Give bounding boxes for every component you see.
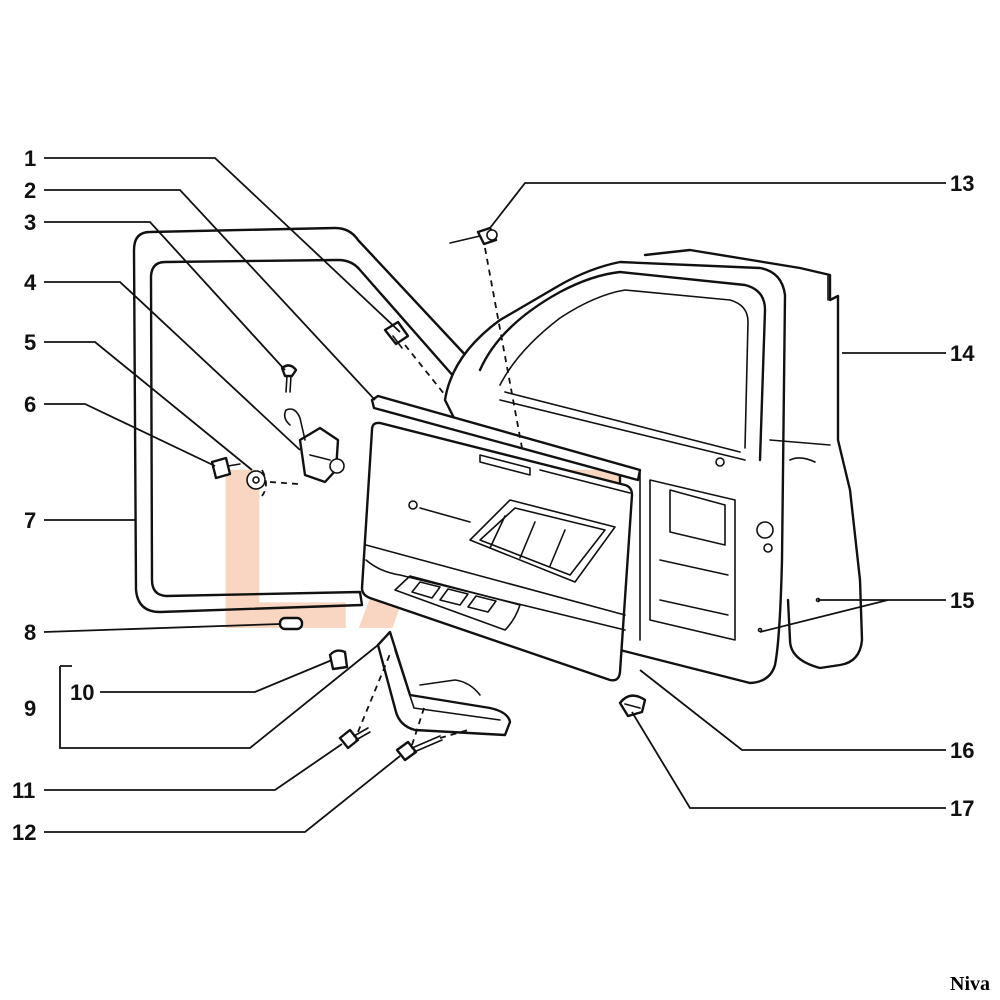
screw-part-2 [383, 320, 410, 349]
assembly-arrow [411, 704, 426, 746]
label-11: 11 [12, 778, 35, 803]
model-caption: Niva [950, 973, 990, 995]
car-body [443, 248, 864, 685]
label-7: 7 [24, 508, 36, 533]
label-16: 16 [950, 738, 974, 763]
label-13: 13 [950, 171, 974, 196]
door-trim-panel [360, 421, 634, 682]
label-4: 4 [24, 270, 37, 295]
label-17: 17 [950, 796, 974, 821]
clip-part-17 [618, 694, 647, 718]
screw-part-11 [338, 727, 371, 750]
door-seal [132, 226, 472, 614]
cap-part-10 [328, 649, 349, 671]
label-12: 12 [12, 820, 36, 845]
assembly-arrow [269, 481, 299, 485]
label-8: 8 [24, 620, 36, 645]
pin-part-3 [280, 364, 298, 393]
label-10: 10 [70, 680, 94, 705]
label-6: 6 [24, 392, 36, 417]
armrest-part-9 [376, 630, 512, 737]
washer-part-5 [246, 469, 267, 497]
assembly-arrow [439, 729, 469, 739]
bolt-part-6 [210, 456, 241, 480]
leader-lines [43, 157, 946, 833]
label-1: 1 [24, 146, 36, 171]
label-15: 15 [950, 588, 974, 613]
label-5: 5 [24, 330, 36, 355]
label-9: 9 [24, 696, 36, 721]
label-2: 2 [24, 178, 36, 203]
label-3: 3 [24, 210, 36, 235]
pin-part-13 [449, 226, 498, 246]
assembly-arrow [357, 653, 391, 733]
screw-part-12 [395, 735, 443, 762]
plug-part-8 [278, 616, 304, 631]
door-limiter-part-4 [283, 408, 345, 484]
assembly-arrow [404, 344, 446, 396]
assembly-arrow [484, 247, 523, 449]
window-strip [370, 394, 642, 482]
label-14: 14 [950, 341, 975, 366]
